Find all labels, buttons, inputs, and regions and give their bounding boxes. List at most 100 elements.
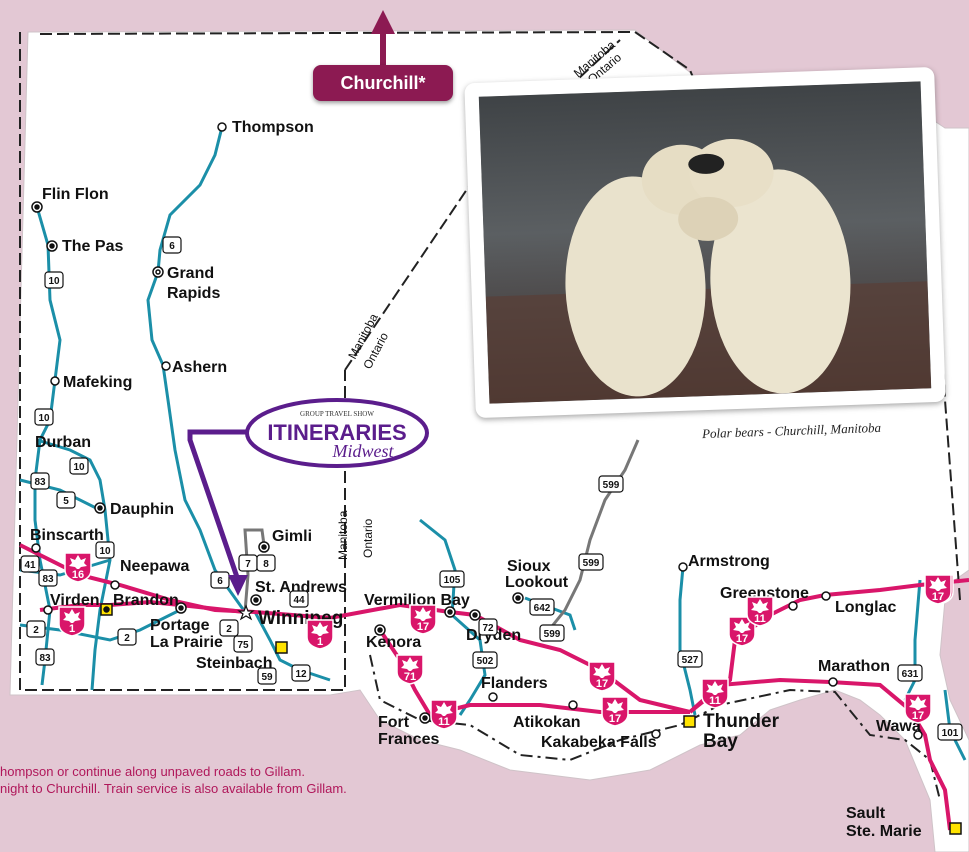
city-label-grand: Grand [167,265,214,282]
highway-shield-number: 6 [169,241,175,252]
highway-shield: 599 [598,475,624,493]
city-label-portage: Portage [150,617,210,634]
highway-shield: 12 [291,664,311,682]
highway-shield: 599 [578,553,604,571]
maple-leaf-icon [414,607,432,621]
city-label-brandon: Brandon [113,592,179,609]
highway-shield-number: 101 [942,728,959,739]
transcanada-shield: 16 [64,552,92,583]
city-label-st-andrews: St. Andrews [255,579,347,596]
city-label-steinbach: Steinbach [196,655,272,672]
highway-shield: 6 [162,236,182,254]
highway-shield-number: 599 [603,480,620,491]
transcanada-shield-number: 11 [754,613,766,625]
highway-shield-number: 41 [24,560,36,571]
city-label-bay: Bay [703,731,738,752]
travel-note-line-2: night to Churchill. Train service is als… [0,781,347,796]
highway-shield-number: 599 [544,629,561,640]
highway-shield-number: 83 [42,574,54,585]
city-label-ste-marie: Ste. Marie [846,823,922,840]
transcanada-shield: 11 [430,699,458,730]
transcanada-shield: 11 [701,678,729,709]
highway-shield-number: 8 [263,559,269,570]
city-label-virden: Virden [50,592,100,609]
highway-shield: 83 [38,569,58,587]
highway-shield: 8 [256,554,276,572]
highway-shield: 44 [289,590,309,608]
city-label-longlac: Longlac [835,599,896,616]
highway-shield-number: 502 [477,656,494,667]
highway-shield-number: 527 [682,655,699,666]
highway-shield-number: 59 [261,672,273,683]
highway-shield-number: 10 [48,276,60,287]
city-labels: Thompson Flin Flon The Pas Grand Rapids … [30,119,922,840]
highway-shield: 10 [69,457,89,475]
city-label-la-prairie: La Prairie [150,634,223,651]
highway-shield: 527 [677,650,703,668]
city-label-sioux: Sioux [507,558,551,575]
highway-shield: 59 [257,667,277,685]
city-label-binscarth: Binscarth [30,527,104,544]
transcanada-shield-number: 17 [932,591,944,603]
highway-shield: 83 [35,648,55,666]
highway-shield-number: 10 [99,546,111,557]
transcanada-shield-number: 11 [709,695,721,707]
highway-shield-number: 2 [124,633,130,644]
maple-leaf-icon [751,599,769,613]
itineraries-midwest-logo: GROUP TRAVEL SHOW ITINERARIES Midwest [245,398,429,468]
transcanada-shield-number: 17 [736,633,748,645]
maple-leaf-icon [929,577,947,591]
transcanada-shield-number: 71 [404,671,416,683]
highway-shield-number: 105 [444,575,461,586]
polar-bear-photo-frame [464,66,946,419]
highway-shield-number: 83 [39,653,51,664]
transcanada-shield-number: 17 [912,710,924,722]
transcanada-shield-number: 1 [317,636,323,648]
maple-leaf-icon [69,555,87,569]
north-arrow [371,10,395,70]
city-label-neepawa: Neepawa [120,558,189,575]
city-label-wawa: Wawa [876,718,921,735]
city-label-sault: Sault [846,805,886,822]
highway-shield: 105 [439,570,465,588]
highway-shield: 10 [44,271,64,289]
transcanada-shield: 17 [924,574,952,605]
highway-shield-number: 2 [226,624,232,635]
highway-shield: 2 [26,620,46,638]
transcanada-shield-number: 1 [69,623,75,635]
polar-bear-image [478,81,932,404]
maple-leaf-icon [63,609,81,623]
logo-pointer-arrowhead [228,575,248,596]
highway-shield-number: 12 [295,669,307,680]
transcanada-shield: 17 [728,616,756,647]
city-label-rapids: Rapids [167,285,220,302]
logo-top-text: GROUP TRAVEL SHOW [300,410,374,418]
maple-leaf-icon [435,702,453,716]
city-label-frances: Frances [378,731,439,748]
logo-main-text: ITINERARIES [267,420,406,445]
transcanada-shield: 17 [601,696,629,727]
travel-note-line-1: hompson or continue along unpaved roads … [0,764,305,779]
unpaved-roads [243,439,640,636]
highway-shield-number: 10 [38,413,50,424]
transcanada-shield: 71 [396,654,424,685]
highway-shield-number: 7 [245,559,251,570]
highway-shield: 72 [478,618,498,636]
logo-sub-text: Midwest [332,441,395,461]
city-label-the-pas: The Pas [62,238,123,255]
city-label-fort: Fort [378,714,410,731]
city-label-kakabeka-falls: Kakabeka Falls [541,734,657,751]
province-label-ontario-2: Ontario [361,518,375,558]
maple-leaf-icon [606,699,624,713]
city-label-kenora: Kenora [366,634,421,651]
transcanada-shield: 1 [58,606,86,637]
maple-leaf-icon [401,657,419,671]
city-label-gimli: Gimli [272,528,312,545]
highway-shield: 7 [238,554,258,572]
city-markers [31,122,962,835]
highway-shield-number: 75 [237,640,249,651]
capital-star [237,604,255,621]
maple-leaf-icon [706,681,724,695]
highway-shield: 75 [233,635,253,653]
